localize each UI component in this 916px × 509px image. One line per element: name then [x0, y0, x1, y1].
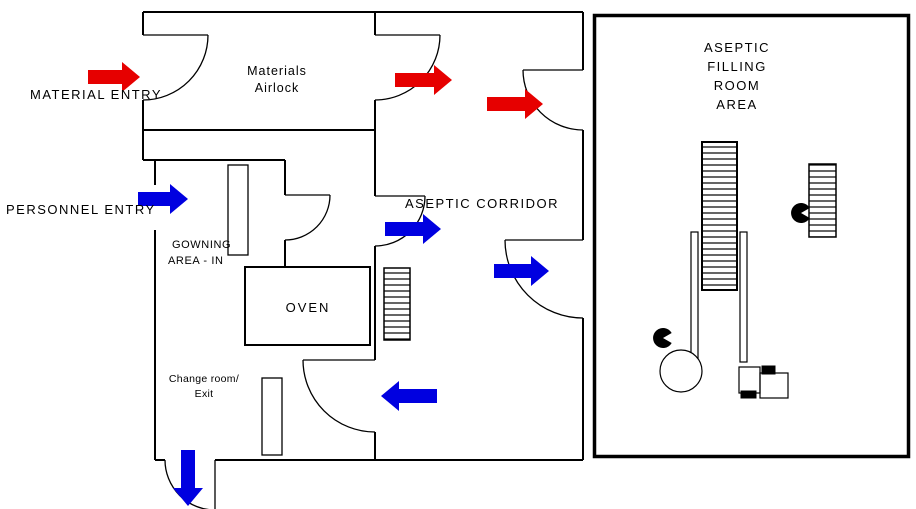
- door-gowning-inner: [284, 194, 331, 241]
- filling-machine-body: [738, 366, 761, 394]
- filling-room-label-line2: FILLING: [707, 59, 767, 74]
- door-material-entry: [142, 34, 209, 101]
- corridor-ladder-rack: [383, 267, 411, 341]
- material-flow-arrow-3: [487, 89, 543, 119]
- door-corridor-to-changeroom: [302, 359, 376, 433]
- personnel-entry-label: PERSONNEL ENTRY: [6, 202, 156, 217]
- material-flow-arrow-1: [88, 62, 140, 92]
- gowning-area-label-line2: AREA - IN: [168, 255, 224, 267]
- accumulator-vessel: [659, 349, 703, 393]
- building-walls: [142, 11, 584, 461]
- personnel-flow-arrow-4: [381, 381, 437, 411]
- filling-line-frame-left: [690, 231, 699, 363]
- filling-side-rack: [808, 163, 837, 238]
- filling-machine-detail-top: [761, 365, 776, 375]
- aseptic-corridor-label: ASEPTIC CORRIDOR: [405, 196, 559, 211]
- personnel-flow-arrow-3: [494, 256, 549, 286]
- wall-group: [142, 11, 911, 461]
- filling-machine-unit: [759, 372, 789, 399]
- operator-symbol-right: [791, 203, 810, 224]
- gowning-bench: [227, 164, 249, 256]
- doors-group: [142, 34, 584, 509]
- oven-room-outline: [244, 266, 371, 346]
- personnel-flow-arrow-1: [138, 184, 188, 214]
- personnel-flow-arrow-5: [173, 450, 203, 506]
- filling-room-wall: [592, 13, 911, 459]
- oven-label: OVEN: [286, 300, 331, 315]
- filling-room-label-line1: ASEPTIC: [704, 40, 770, 55]
- materials-airlock-label-line2: Airlock: [255, 81, 300, 95]
- operator-symbol-left: [653, 327, 672, 348]
- filling-conveyor-rack: [701, 141, 738, 291]
- filling-room-label-line3: ROOM: [714, 78, 760, 93]
- materials-airlock-label-line1: Materials: [247, 64, 307, 78]
- door-corridor-to-filling-mid: [504, 239, 584, 319]
- filling-machine-detail-bottom: [740, 390, 757, 399]
- door-airlock-to-corridor: [374, 34, 441, 101]
- change-room-label-line1: Change room/: [169, 373, 239, 385]
- door-corridor-to-filling-top: [522, 69, 584, 131]
- labels-group: MATERIAL ENTRY Materials Airlock PERSONN…: [6, 40, 770, 400]
- filling-room-label-line4: AREA: [716, 97, 757, 112]
- personnel-flow-arrow-2: [385, 214, 441, 244]
- material-flow-arrows: [88, 62, 543, 119]
- filling-line-frame-right: [739, 231, 748, 363]
- changeroom-bench: [261, 377, 283, 456]
- material-flow-arrow-2: [395, 65, 452, 95]
- equipment-group: [227, 141, 837, 456]
- gowning-area-label-line1: GOWNING: [172, 239, 231, 251]
- personnel-flow-arrows: [138, 184, 549, 506]
- material-entry-label: MATERIAL ENTRY: [30, 87, 162, 102]
- change-room-label-line2: Exit: [195, 388, 214, 400]
